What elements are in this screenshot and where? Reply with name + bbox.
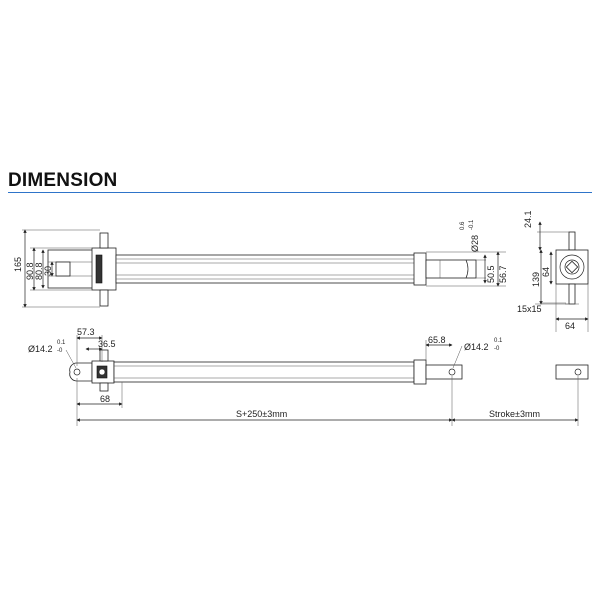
dim-64-horizontal: 64: [565, 321, 575, 331]
tol-right-upper: 0.1: [494, 338, 503, 344]
dim-36-5: 36.5: [98, 339, 116, 349]
motor-housing: [47, 249, 95, 289]
dim-dia-28: Ø28: [470, 235, 480, 252]
end-cap: [413, 252, 427, 286]
dim-dia-14-2-left: Ø14.2: [28, 344, 53, 354]
gearbox: [91, 247, 117, 291]
tol-dia28-upper: 0.6: [460, 221, 466, 230]
dim-56-7: 56.7: [498, 265, 508, 283]
tol-left-lower: -0: [57, 348, 63, 354]
dim-90-8: 90.8: [25, 262, 35, 280]
dim-dia-14-2-right: Ø14.2: [464, 342, 489, 352]
dim-s-plus-250: S+250±3mm: [236, 409, 287, 419]
side-tube: [113, 361, 415, 383]
rear-clevis: [69, 362, 93, 382]
tol-left-upper: 0.1: [57, 340, 66, 346]
dim-57-3: 57.3: [77, 327, 95, 337]
dim-65-8: 65.8: [428, 335, 446, 345]
outer-tube: [115, 254, 417, 284]
dim-68: 68: [100, 394, 110, 404]
tol-dia28-lower: -0.1: [469, 219, 475, 230]
dim-80-8: 80.8: [34, 262, 44, 280]
dim-30: 30: [43, 266, 53, 276]
dim-50-5: 50.5: [486, 265, 496, 283]
top-view: 165 90.8 80.8 30 Ø28 0.6 -0.1 50.5 56.7: [13, 219, 508, 308]
dim-24-1: 24.1: [523, 210, 533, 228]
tol-right-lower: -0: [494, 346, 500, 352]
extended-rod-end: [555, 364, 589, 380]
side-view: Ø14.2 0.1 -0 57.3 36.5 68 65.8 Ø14.2 0.1…: [28, 327, 589, 426]
dim-15x15: 15x15: [517, 304, 542, 314]
title-underline: [8, 192, 592, 193]
inner-rod: [425, 259, 477, 279]
dim-stroke: Stroke±3mm: [489, 409, 540, 419]
end-view: 24.1 139 64 15x15 64: [517, 210, 589, 332]
dim-64-vertical: 64: [541, 267, 551, 277]
dim-165: 165: [13, 257, 23, 272]
dim-139: 139: [531, 272, 541, 287]
section-title: DIMENSION: [8, 170, 118, 191]
